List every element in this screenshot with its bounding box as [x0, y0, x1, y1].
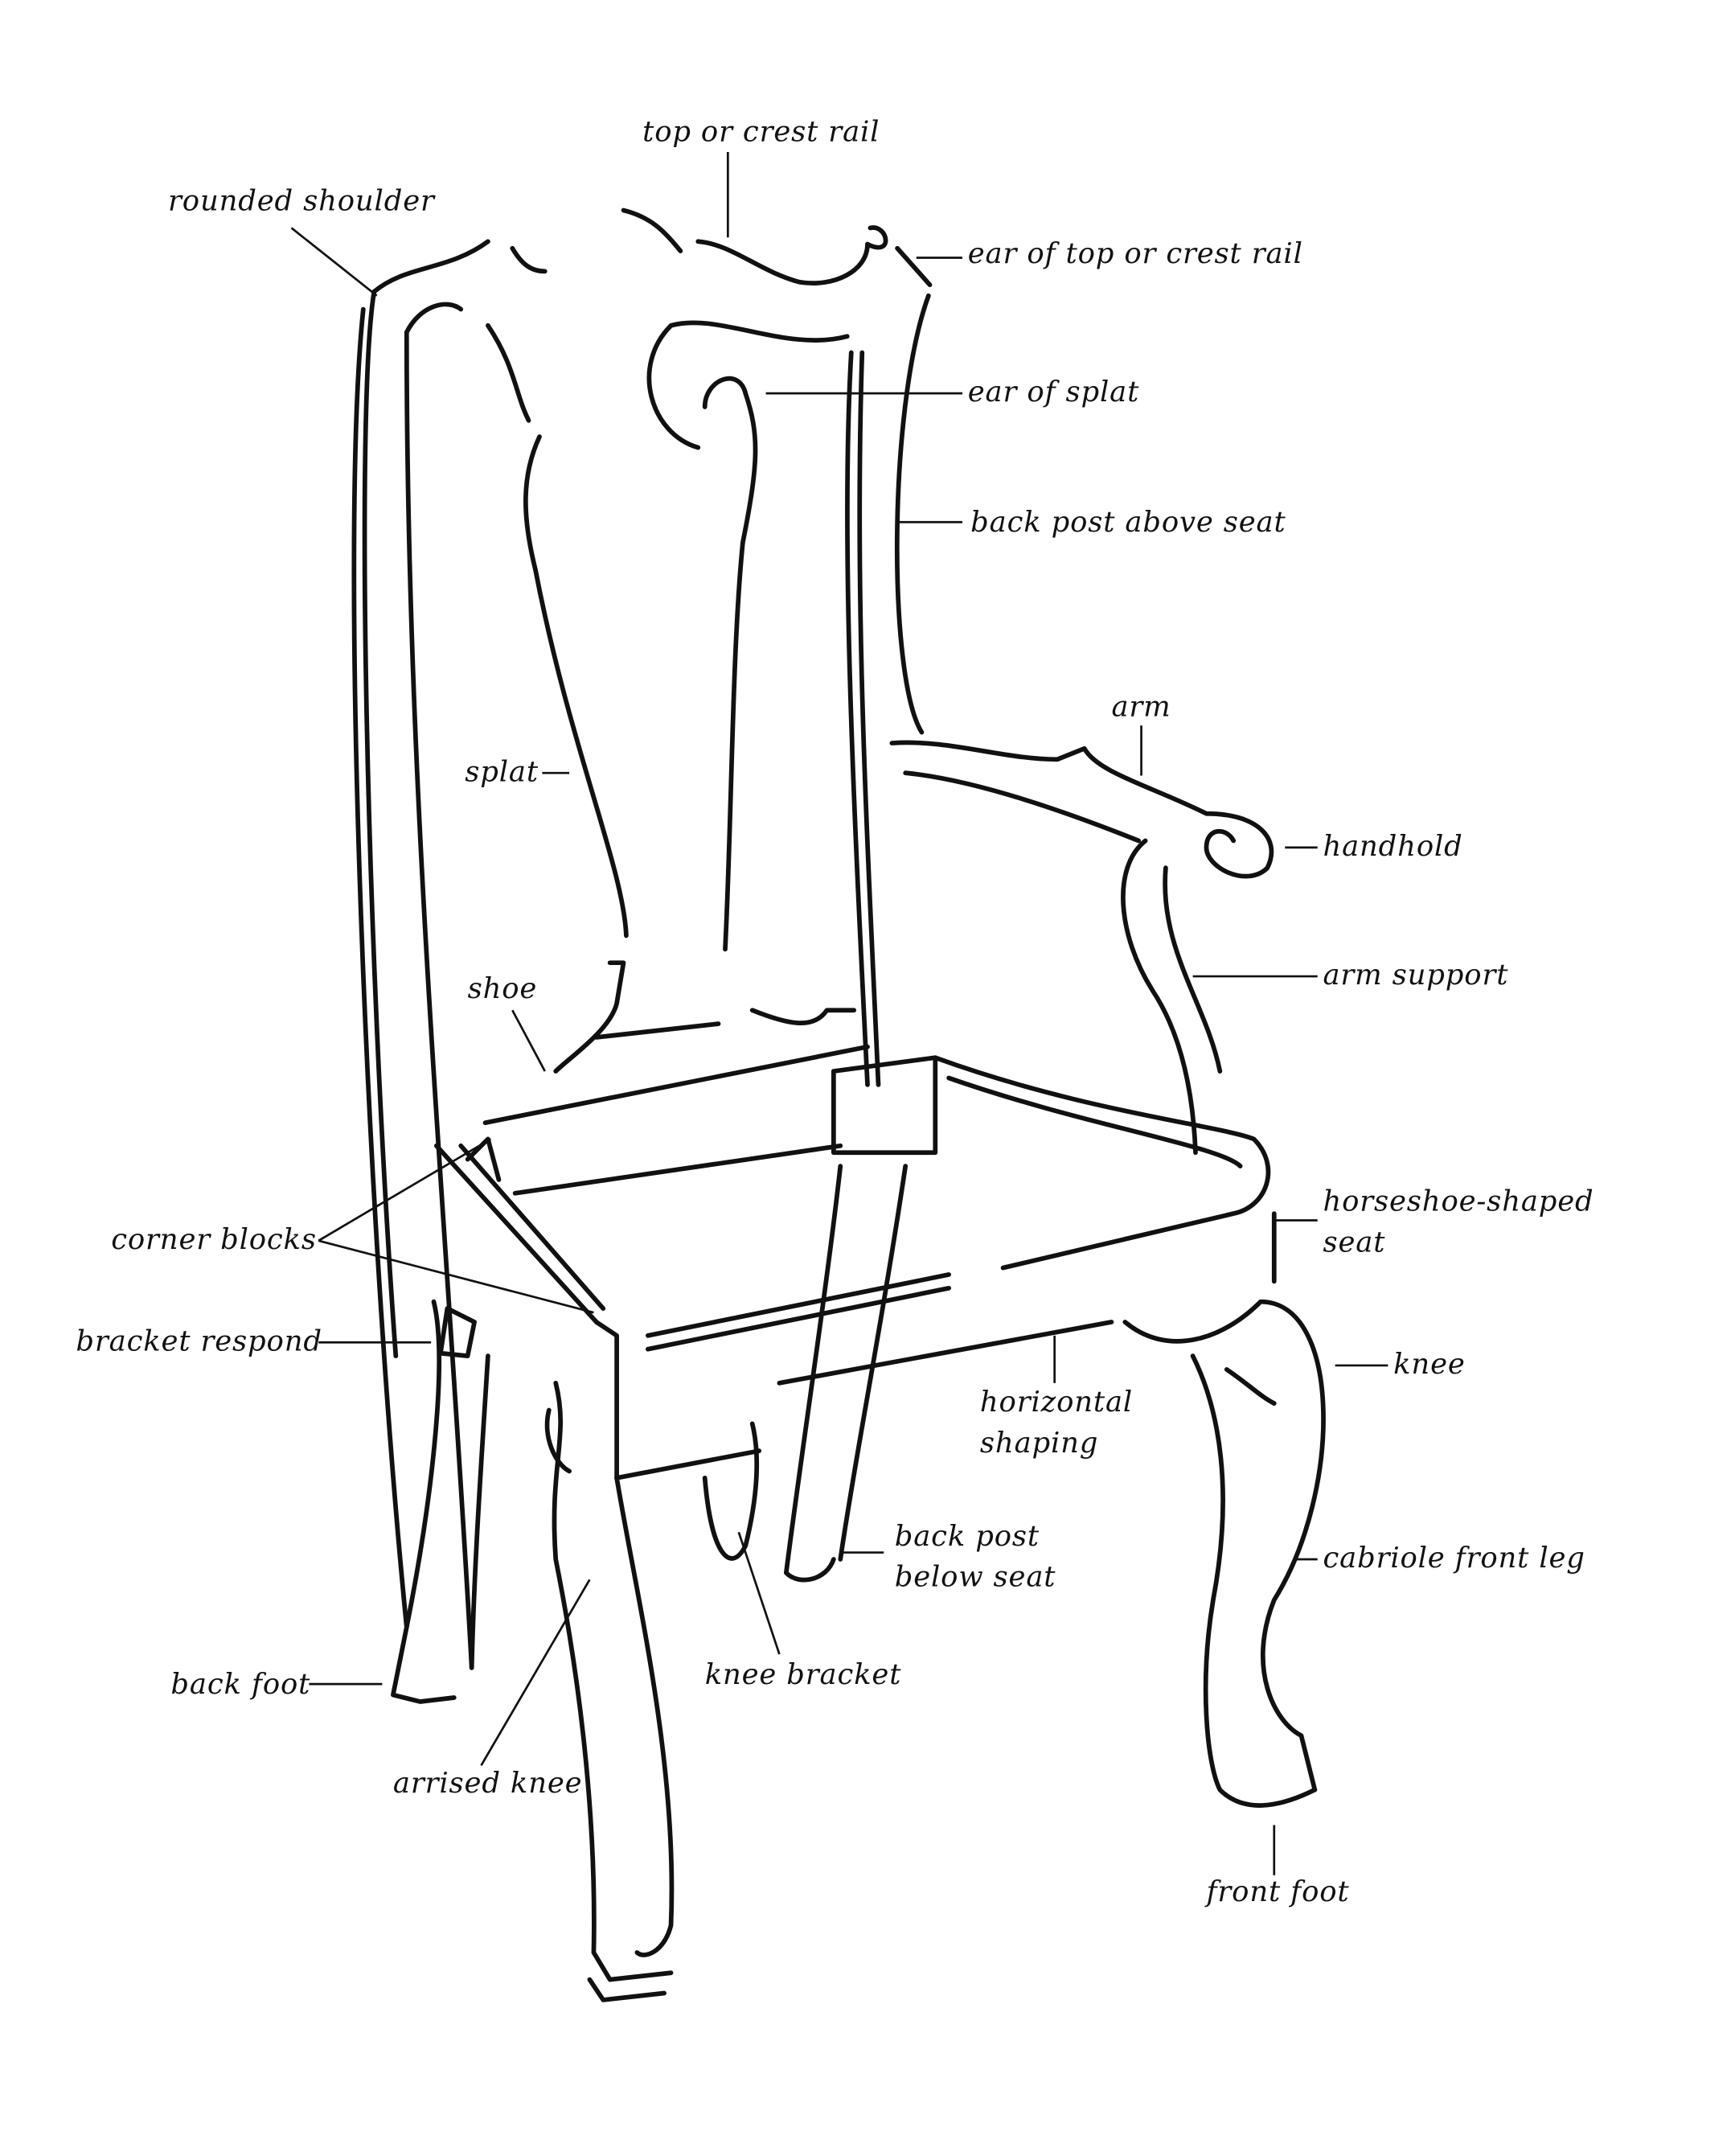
label-back-post-below-1: back post	[895, 1520, 1040, 1553]
labels: top or crest rail rounded shoulder ear o…	[76, 116, 1593, 1908]
label-back-foot: back foot	[170, 1668, 310, 1701]
label-corner-blocks: corner blocks	[111, 1223, 317, 1256]
label-horseshoe-seat-1: horseshoe-shaped	[1323, 1185, 1593, 1218]
label-horseshoe-seat-2: seat	[1323, 1226, 1385, 1259]
label-cabriole-front-leg: cabriole front leg	[1323, 1542, 1585, 1575]
label-top-rail: top or crest rail	[642, 116, 880, 149]
label-ear-top-rail: ear of top or crest rail	[968, 237, 1303, 270]
label-back-post-below-2: below seat	[895, 1561, 1056, 1594]
label-arrised-knee: arrised knee	[393, 1767, 583, 1800]
label-splat: splat	[465, 755, 539, 788]
label-rounded-shoulder: rounded shoulder	[168, 184, 436, 217]
label-bracket-respond: bracket respond	[76, 1324, 322, 1357]
label-knee: knee	[1393, 1348, 1465, 1381]
label-knee-bracket: knee bracket	[705, 1658, 902, 1691]
leader-lines	[290, 152, 1388, 1875]
label-arm-support: arm support	[1323, 959, 1508, 992]
label-front-foot: front foot	[1204, 1875, 1349, 1908]
label-handhold: handhold	[1323, 830, 1462, 863]
label-ear-splat: ear of splat	[968, 376, 1139, 409]
label-horizontal-shaping-1: horizontal	[980, 1386, 1133, 1419]
label-horizontal-shaping-2: shaping	[980, 1427, 1098, 1460]
label-back-post-above: back post above seat	[970, 506, 1286, 539]
chair-outline	[351, 207, 1326, 2002]
label-arm: arm	[1111, 690, 1171, 723]
label-shoe: shoe	[468, 972, 538, 1005]
